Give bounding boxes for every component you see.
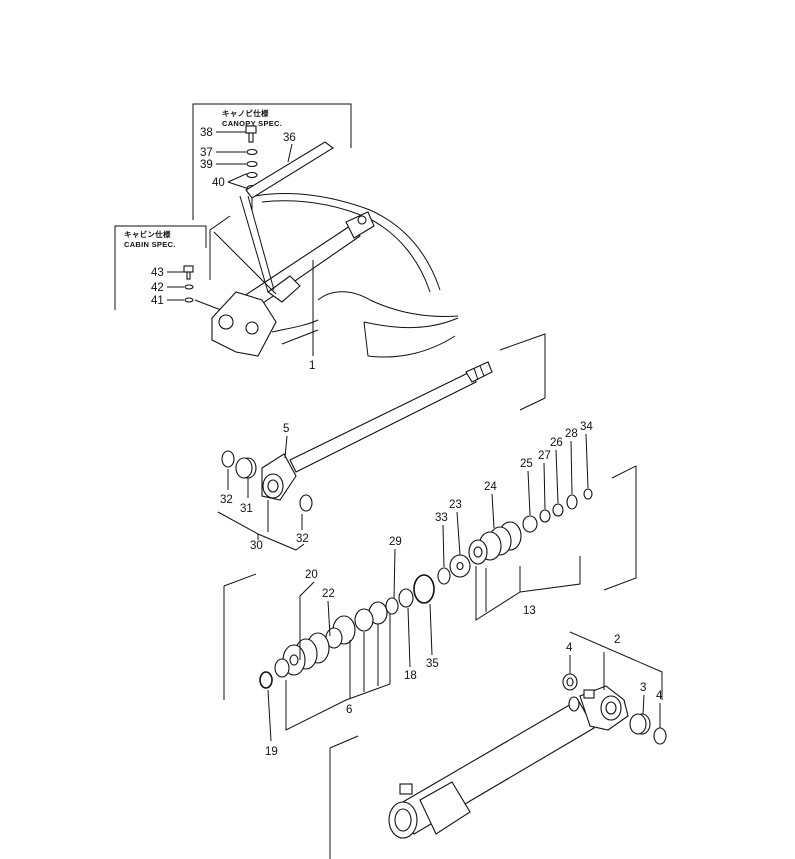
callout-1: 1 (309, 360, 315, 372)
callout-30: 30 (250, 540, 263, 552)
piston-rod-group: 5 32 31 30 32 (217, 333, 546, 552)
tube-end-boss (568, 685, 629, 731)
ring-27 (539, 509, 551, 523)
bushing-3 (629, 713, 651, 735)
nut-40a (246, 171, 258, 179)
cylinder-tube (388, 699, 595, 839)
ring-34 (583, 488, 593, 500)
label-42: 42 (151, 282, 164, 294)
label-36: 36 (283, 132, 296, 144)
callout-22: 22 (322, 588, 335, 600)
piston-24 (468, 521, 522, 565)
callout-19: 19 (265, 746, 278, 758)
piston-rod (289, 361, 493, 473)
callout-2: 2 (614, 634, 620, 646)
canopy-spec-inset: キャノピ仕様 CANOPY SPEC. 38 37 39 40 36 (192, 103, 352, 220)
bolt-43 (183, 265, 194, 280)
callout-32-left: 32 (220, 494, 233, 506)
bolt-38 (245, 125, 257, 143)
piston-seal-group: 34 28 26 27 25 24 23 33 13 29 35 18 20 2… (223, 421, 637, 758)
dust-seal-4-left (562, 673, 578, 691)
callout-35: 35 (426, 658, 439, 670)
callout-13: 13 (523, 605, 536, 617)
callout-26: 26 (550, 437, 563, 449)
ring-25 (522, 515, 538, 533)
callout-6: 6 (346, 704, 352, 716)
cabin-spec-inset: キャビン仕様 CABIN SPEC. 43 42 41 (114, 225, 227, 313)
dust-seal-32-left (221, 450, 235, 468)
callout-28: 28 (565, 428, 578, 440)
washer-37 (246, 148, 258, 156)
cabin-spec-title-jp: キャビン仕様 (124, 229, 171, 239)
canopy-spec-title-en: CANOPY SPEC. (222, 119, 282, 128)
ring-26 (552, 503, 564, 517)
callout-34: 34 (580, 421, 593, 433)
callout-4-left: 4 (566, 642, 573, 654)
ring-18 (398, 588, 414, 608)
spacer-22 (325, 615, 356, 649)
dust-seal-32-right (299, 494, 313, 512)
stay-bar-36 (245, 141, 334, 210)
snap-ring-19 (259, 671, 273, 689)
callout-31: 31 (240, 503, 253, 515)
callout-3: 3 (640, 682, 646, 694)
callout-32-right: 32 (296, 533, 309, 545)
callout-23: 23 (449, 499, 462, 511)
callout-5: 5 (283, 423, 289, 435)
cabin-spec-title-en: CABIN SPEC. (124, 240, 176, 249)
head-20 (274, 632, 330, 678)
label-37: 37 (200, 147, 213, 159)
ring-28 (566, 494, 578, 510)
cylinder-tube-group: 2 4 3 4 (329, 631, 667, 859)
label-43: 43 (151, 267, 164, 279)
ring-35 (413, 574, 435, 604)
rod-eye-5 (261, 453, 297, 501)
dust-seal-4-right (653, 727, 667, 745)
label-38: 38 (200, 127, 213, 139)
washer-42 (184, 284, 194, 290)
canopy-spec-title-jp: キャノピ仕様 (222, 108, 269, 118)
callout-20: 20 (305, 569, 318, 581)
callout-29: 29 (389, 536, 402, 548)
nut-41 (184, 297, 194, 303)
callout-4-right: 4 (656, 690, 663, 702)
label-41: 41 (151, 295, 164, 307)
bushing-31 (235, 457, 257, 479)
mounted-cylinder (211, 195, 375, 357)
label-40: 40 (212, 177, 225, 189)
washer-23 (449, 554, 471, 578)
callout-27: 27 (538, 450, 551, 462)
callout-25: 25 (520, 458, 533, 470)
callout-33: 33 (435, 512, 448, 524)
ring-33 (437, 567, 451, 585)
label-39: 39 (200, 159, 213, 171)
callout-18: 18 (404, 670, 417, 682)
washer-39 (246, 160, 258, 168)
callout-24: 24 (484, 481, 497, 493)
cushion-29 (354, 597, 399, 632)
